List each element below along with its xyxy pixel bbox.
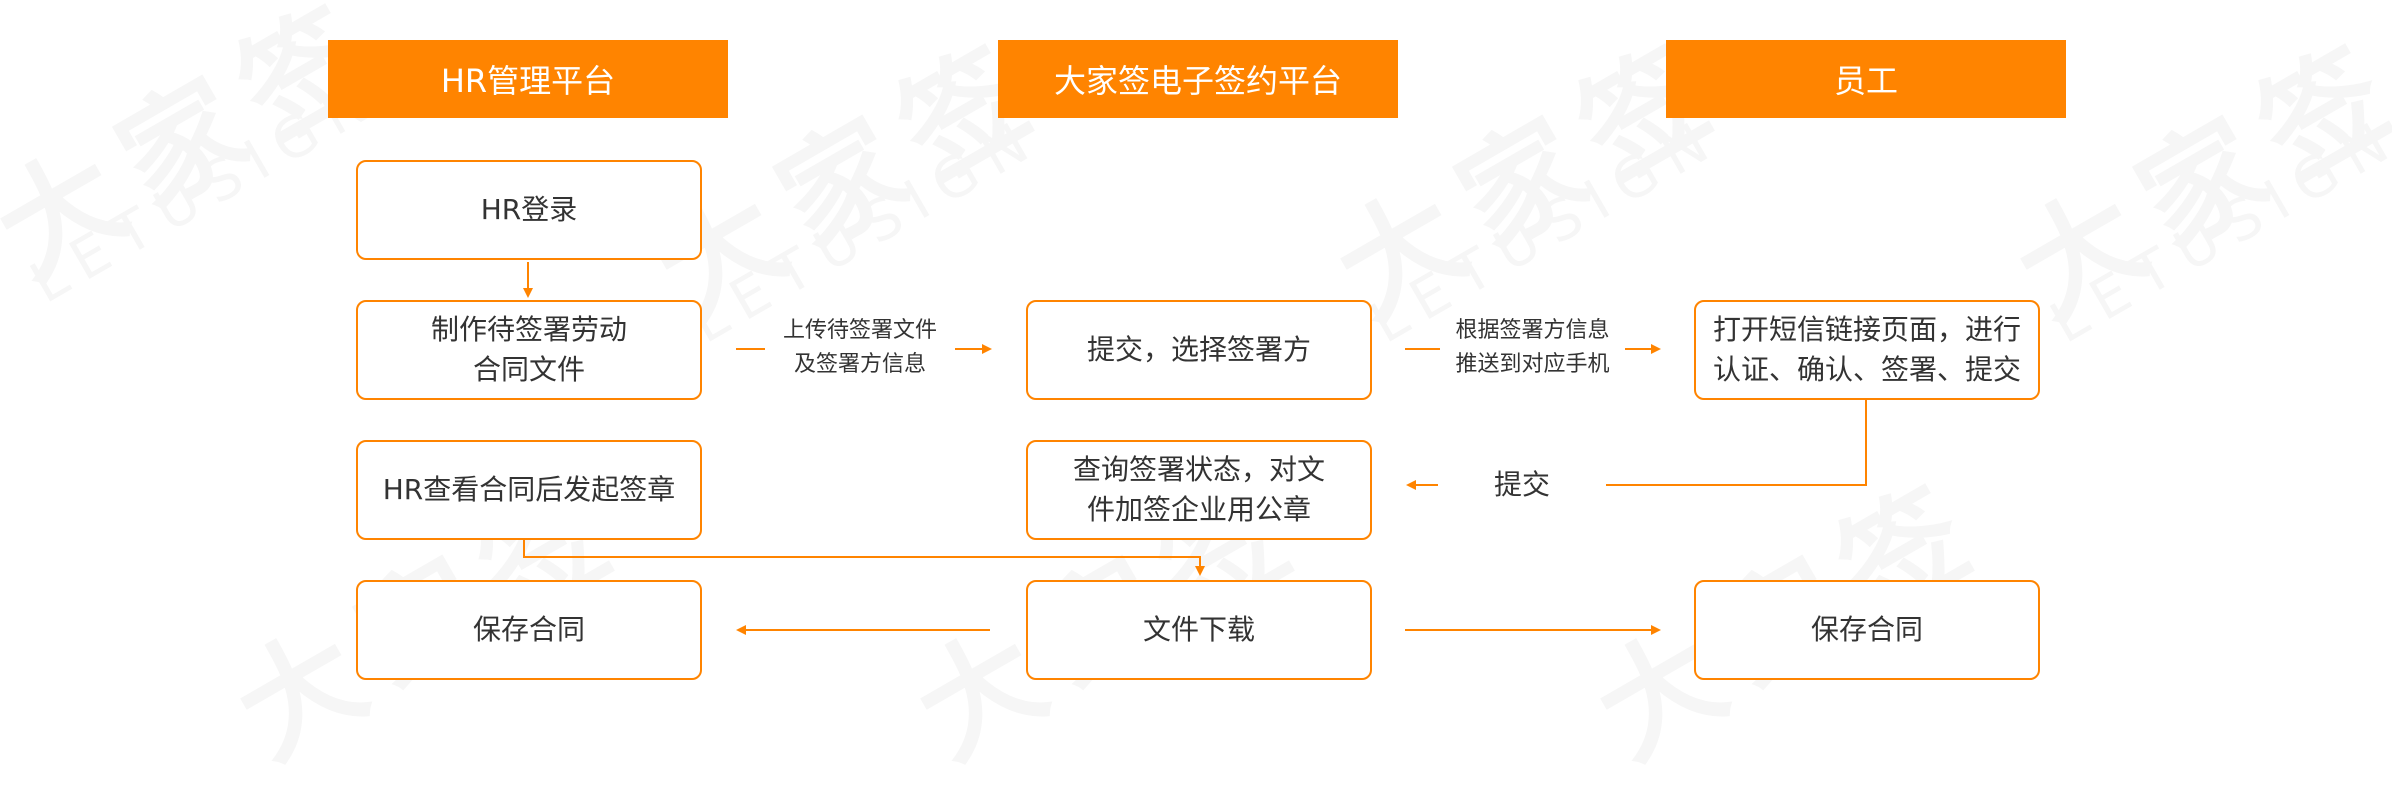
node-hr-login: HR登录 bbox=[356, 160, 702, 260]
node-hr-review: HR查看合同后发起签章 bbox=[356, 440, 702, 540]
edge-label-push: 根据签署方信息 推送到对应手机 bbox=[1455, 318, 1610, 377]
lane-header-hr: HR管理平台 bbox=[328, 40, 728, 118]
node-emp-save: 保存合同 bbox=[1694, 580, 2040, 680]
node-query-status: 查询签署状态，对文 件加签企业用公章 bbox=[1026, 440, 1372, 540]
node-open-sms: 打开短信链接页面，进行 认证、确认、签署、提交 bbox=[1694, 300, 2040, 400]
node-make-contract: 制作待签署劳动 合同文件 bbox=[356, 300, 702, 400]
node-submit-select: 提交，选择签署方 bbox=[1026, 300, 1372, 400]
edge-review-to-download bbox=[523, 538, 1205, 576]
connector-layer bbox=[523, 262, 1867, 635]
edge-submit-right bbox=[1606, 400, 1867, 486]
edge-label-submit: 提交 bbox=[1493, 468, 1550, 501]
lane-header-platform: 大家签电子签约平台 bbox=[998, 40, 1398, 118]
lane-header-employee: 员工 bbox=[1666, 40, 2066, 118]
node-hr-save: 保存合同 bbox=[356, 580, 702, 680]
node-download: 文件下载 bbox=[1026, 580, 1372, 680]
edge-label-upload: 上传待签署文件 及签署方信息 bbox=[782, 318, 937, 377]
